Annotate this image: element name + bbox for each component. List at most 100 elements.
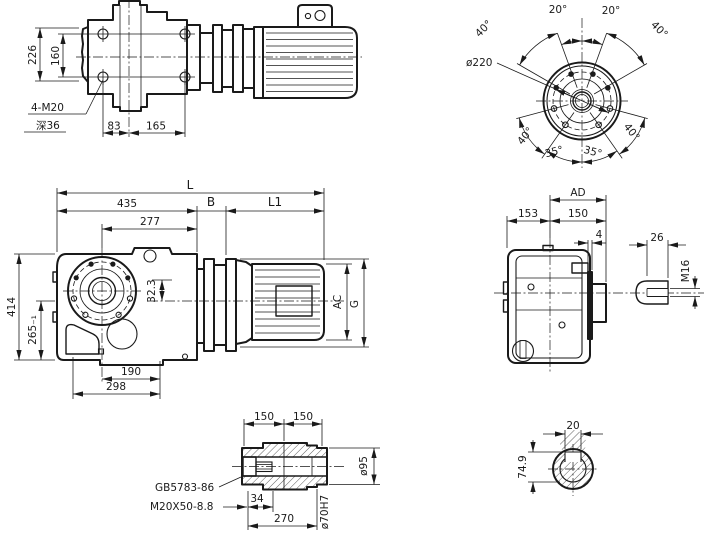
corner-chamfer-face: [65, 323, 100, 355]
view-shaft-cross-section: 20 74.9: [517, 420, 603, 496]
flange-disc: [212, 24, 223, 93]
spigot-circle: [559, 78, 605, 124]
note-depth-36: 深36: [36, 120, 60, 132]
flange-outer-circle: [542, 61, 622, 141]
angle-40-bottom-right: 40°: [621, 121, 642, 143]
motor-bell: [253, 26, 264, 99]
angle-20-right: 20°: [602, 5, 621, 17]
note-4-m20: 4-M20: [31, 102, 64, 114]
shaft-end-detail: [635, 280, 669, 305]
dim-226-label: 226: [27, 45, 39, 65]
dim-AD-label: AD: [570, 187, 585, 199]
motor-body-outline: [251, 263, 325, 341]
housing-rib: [502, 281, 509, 295]
lifting-eye-hole: [143, 249, 157, 263]
flange-disc: [225, 258, 237, 352]
dim-L1-label: L1: [268, 195, 282, 209]
motor-nameplate: [275, 285, 313, 317]
shaft-bore: [570, 89, 594, 113]
dim-83-label: 83: [107, 121, 120, 133]
dim-435-label: 435: [117, 198, 137, 210]
dim-dia-220-label: ø220: [466, 57, 492, 69]
dim-414-label: 414: [6, 297, 18, 317]
bolt-circle: [552, 71, 612, 131]
dim-G-label: G: [349, 300, 361, 308]
drain-plug: [97, 348, 105, 355]
angle-40-top-right: 40°: [648, 19, 670, 41]
view-top-plan: 226 160 4-M20 深36 83 165: [24, 0, 362, 137]
angle-40-top-left: 40°: [473, 18, 495, 40]
shaft-bore: [575, 94, 589, 108]
cable-gland-hole: [304, 12, 312, 20]
housing-left-cap: [81, 26, 89, 83]
dim-150-right-label: 150: [293, 411, 313, 423]
dim-M16-label: M16: [680, 259, 692, 282]
motor-body-outline: [262, 26, 358, 99]
housing-rib: [52, 271, 58, 283]
dim-34-label: 34: [250, 493, 264, 505]
dim-26-label: 26: [650, 232, 664, 244]
housing-face-edge: [515, 255, 583, 359]
gear-housing-outline: [87, 0, 188, 112]
output-hub: [591, 283, 607, 323]
spacer-ring: [221, 29, 234, 88]
dim-150-left-label: 150: [254, 411, 274, 423]
housing-rib: [502, 299, 509, 313]
oil-plug: [571, 262, 589, 274]
dim-B-label: B: [207, 195, 215, 209]
angle-35-right: 35°: [582, 144, 603, 160]
angle-35-left: 35°: [544, 144, 565, 160]
dim-od-95-label: ø95: [358, 456, 370, 476]
motor-fins: [255, 269, 320, 334]
flange-inner-edge: [546, 65, 618, 137]
view-flange-face: ø220 20° 20° 40° 40° 40° 40° 35° 35°: [466, 4, 670, 168]
retaining-bolt: [242, 456, 273, 477]
dim-20-label: 20: [566, 420, 579, 432]
keyway: [564, 451, 582, 462]
dim-160-label: 160: [50, 46, 62, 66]
dim-265-label: 265₋₁: [27, 315, 39, 345]
dim-L-label: L: [187, 178, 194, 192]
gear-housing-front-outline: [56, 247, 198, 366]
dim-190-label: 190: [121, 366, 141, 378]
adapter-block: [196, 268, 205, 344]
tapped-hole: [527, 283, 535, 291]
view-side: AD 153 150 4 26 M16: [494, 187, 704, 372]
dim-32-3-label: 32.3: [146, 279, 158, 302]
mounting-bolt-holes: [97, 26, 191, 85]
motor-bell: [235, 259, 253, 345]
flange-disc: [203, 258, 215, 352]
dim-153-label: 153: [518, 208, 538, 220]
spacer-ring: [213, 264, 227, 346]
hollow-shaft-outline: [241, 442, 328, 491]
motor-bell: [242, 28, 255, 89]
drain-plug: [511, 339, 535, 363]
note-m20x50: M20X50-8.8: [150, 501, 213, 513]
dim-165-label: 165: [146, 121, 166, 133]
dim-4-label: 4: [596, 229, 603, 241]
dim-150-label: 150: [568, 208, 588, 220]
flange-disc: [232, 24, 244, 93]
adapter-block: [199, 32, 214, 84]
view-hollow-shaft-section: 150 150 GB5783-86 M20X50-8.8 34 270 ø70H…: [150, 411, 380, 530]
shaft-outer-circle: [552, 448, 594, 490]
motor-fins: [266, 32, 353, 92]
terminal-box: [297, 4, 333, 28]
dim-277-label: 277: [140, 216, 160, 228]
output-flange: [67, 256, 137, 326]
angle-20-left: 20°: [549, 4, 568, 16]
housing-rib: [52, 311, 58, 323]
dim-74-9-label: 74.9: [517, 455, 529, 478]
tapped-hole: [558, 321, 566, 329]
shaft-bore: [572, 91, 592, 111]
dim-270-label: 270: [274, 513, 294, 525]
breather-plug: [542, 244, 554, 252]
cable-gland-hole: [314, 9, 326, 22]
dim-AC-label: AC: [332, 295, 344, 309]
housing-hole: [181, 353, 189, 360]
note-gb5783: GB5783-86: [155, 482, 215, 494]
dim-298-label: 298: [106, 381, 126, 393]
view-front: L 435 B L1 277 414 265₋₁ 32.3 AC G 190 2…: [6, 178, 369, 399]
